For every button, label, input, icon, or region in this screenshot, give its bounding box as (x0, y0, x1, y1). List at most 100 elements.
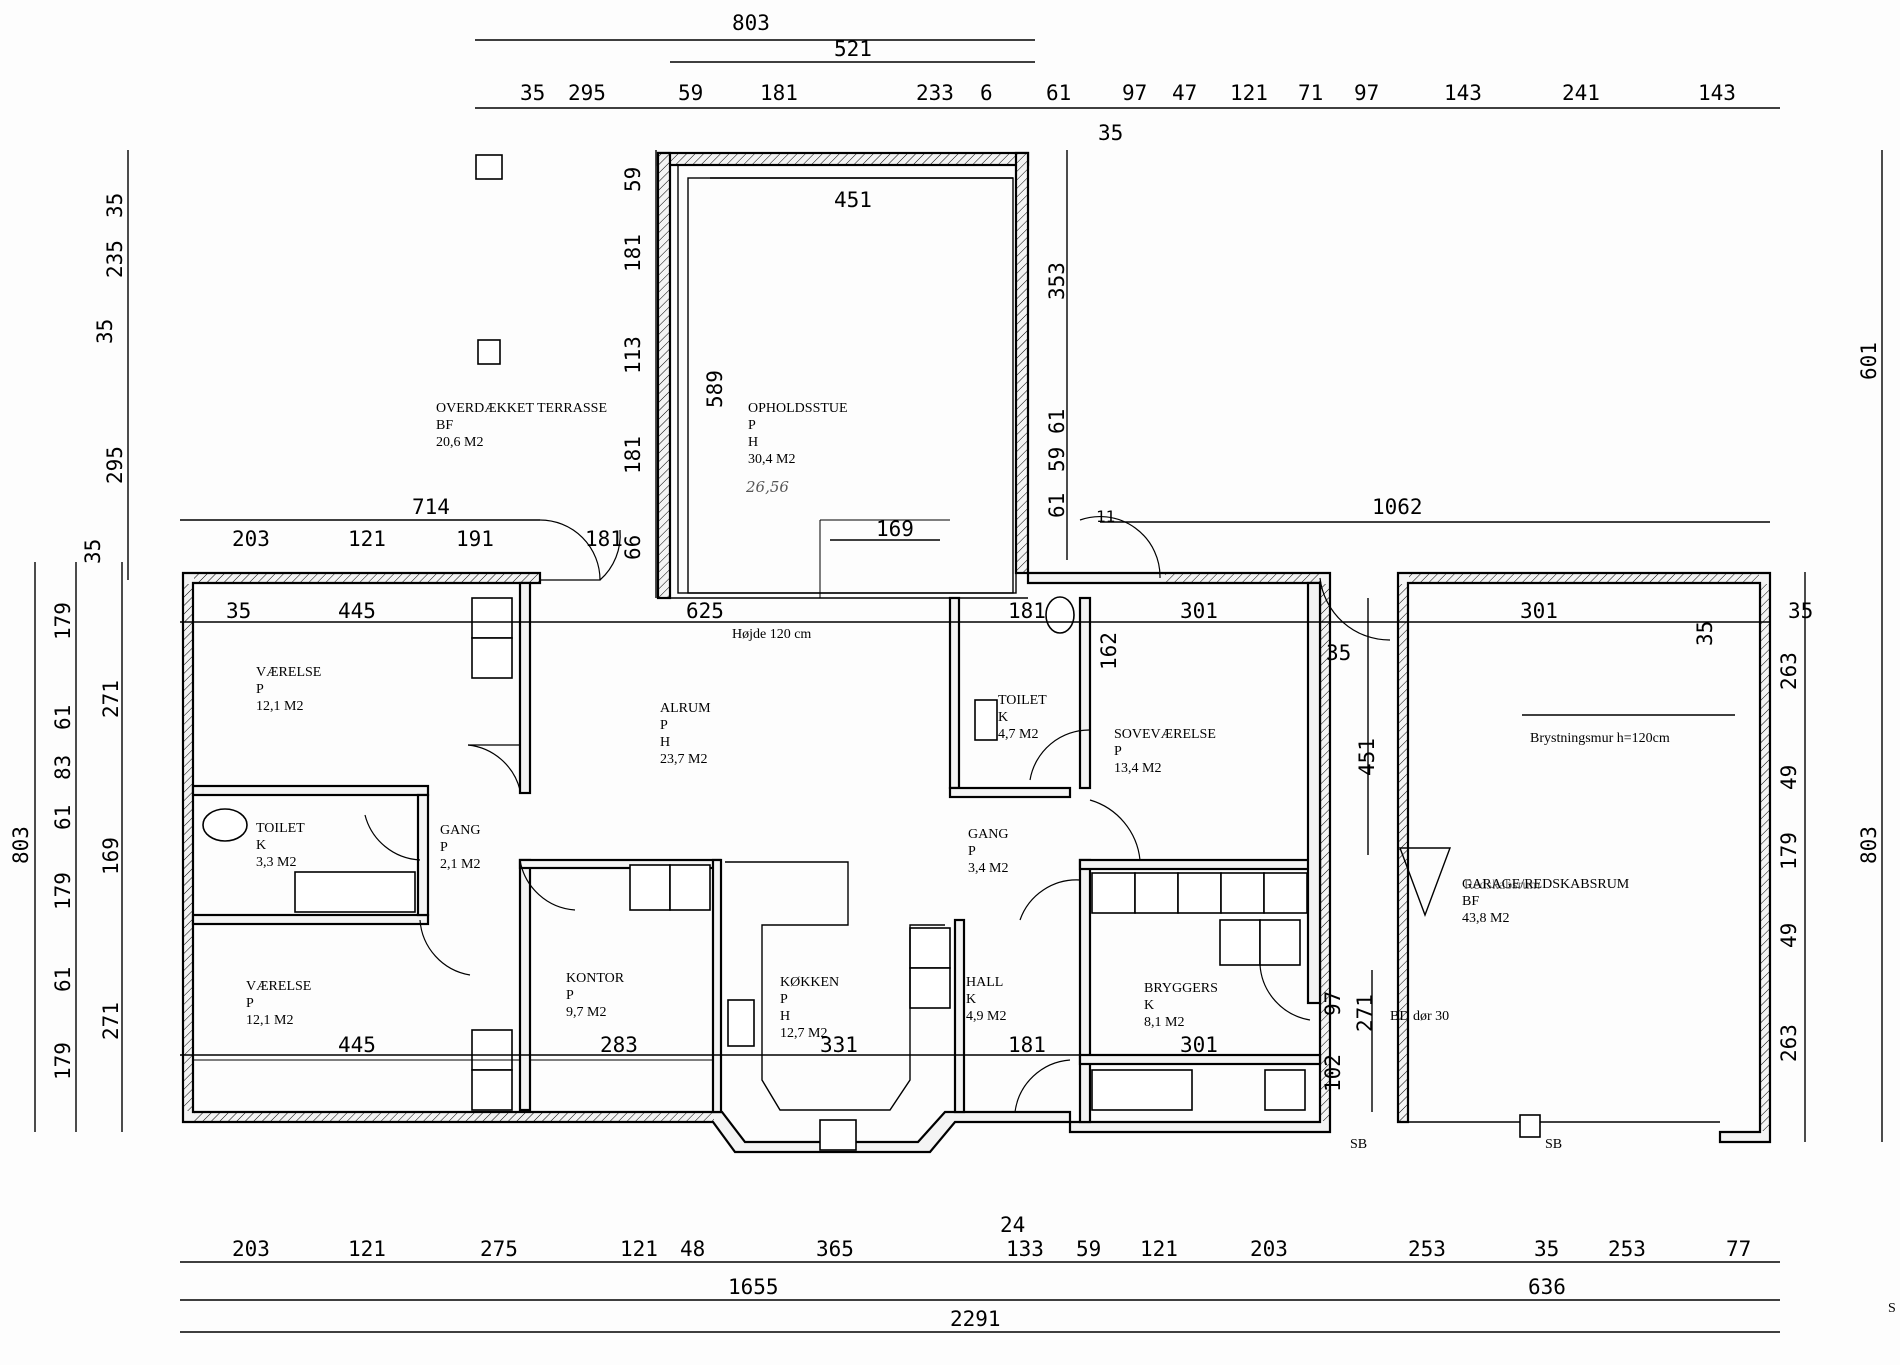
dim-w714: 714 (412, 495, 450, 519)
dim-bottom-row-1: 121 (348, 1237, 386, 1261)
dim-top-row-11: 97 (1354, 81, 1379, 105)
dim-top-row-5: 6 (980, 81, 993, 105)
dim-bottom-row-9: 121 (1140, 1237, 1178, 1261)
walls (181, 151, 1772, 1154)
dim-living-vert-1: 181 (621, 234, 645, 272)
dim-right-inner-3: 49 (1777, 923, 1801, 948)
dim-right-inner-4: 263 (1777, 1024, 1801, 1062)
dim-left-outer-6: 179 (51, 1042, 75, 1080)
dim-top-row-9: 121 (1230, 81, 1268, 105)
dim-u97: 97 (1321, 991, 1345, 1016)
dim-bottom-row-13: 253 (1608, 1237, 1646, 1261)
dim-row-445a: 445 (338, 599, 376, 623)
dim-top-521: 521 (834, 37, 872, 61)
dim-living-169: 169 (876, 517, 914, 541)
corner-note: S (1888, 1301, 1896, 1316)
dim-top-row-1: 295 (568, 81, 606, 105)
dim-left-outer-5: 61 (51, 967, 75, 992)
bd-door-note: BD dør 30 (1390, 1009, 1449, 1024)
hojde-note: Højde 120 cm (732, 627, 811, 642)
dim-top-row-6: 61 (1046, 81, 1071, 105)
dim-left-outer-2: 83 (51, 755, 75, 780)
dim-top-row-3: 181 (760, 81, 798, 105)
dim-bottom-row-14: 77 (1726, 1237, 1751, 1261)
dim-bottom-row-10: 203 (1250, 1237, 1288, 1261)
brystning-note: Brystningsmur h=120cm (1530, 731, 1670, 746)
dim-row-283: 283 (600, 1033, 638, 1057)
dim-right-inner-1: 49 (1777, 765, 1801, 790)
dimension-labels: 803 521 35 295 59 181 233 6 61 97 47 121… (9, 11, 1881, 1331)
dim-left-upper-4: 35 (81, 539, 105, 564)
dim-row-331: 331 (820, 1033, 858, 1057)
dim-living-vert-2: 113 (621, 336, 645, 374)
dim-living-589: 589 (703, 370, 727, 408)
dim-bottom-row-11: 253 (1408, 1237, 1446, 1261)
dim-living-right-0: 353 (1045, 262, 1069, 300)
dim-row-162: 162 (1097, 632, 1121, 670)
dim-u271: 271 (1353, 994, 1377, 1032)
dim-top-row-2: 59 (678, 81, 703, 105)
dim-bottom-row-0: 203 (232, 1237, 270, 1261)
dim-left-upper-0: 35 (103, 193, 127, 218)
dim-living-vert-4: 66 (621, 535, 645, 560)
dim-left-outer-3: 61 (51, 805, 75, 830)
dim-bottom-1655: 1655 (728, 1275, 779, 1299)
dim-top-row-4: 233 (916, 81, 954, 105)
dim-bottom-row-3: 121 (620, 1237, 658, 1261)
dim-top-row-13: 241 (1562, 81, 1600, 105)
dim-w181a: 181 (585, 527, 623, 551)
dim-living-vert-0: 59 (621, 167, 645, 192)
dim-top-35: 35 (1098, 121, 1123, 145)
sb2-note: SB (1545, 1137, 1562, 1152)
dim-bottom-row-4: 48 (680, 1237, 705, 1261)
dim-right-inner-0: 263 (1777, 652, 1801, 690)
dim-row-35: 35 (226, 599, 251, 623)
dim-left-outer-0: 179 (51, 602, 75, 640)
dim-living-right-3: 61 (1045, 493, 1069, 518)
dim-u102: 102 (1321, 1054, 1345, 1092)
dim-row-445b: 445 (338, 1033, 376, 1057)
dim-bottom-row-12: 35 (1534, 1237, 1559, 1261)
notes: Højde 120 cm Brystningsmur h=120cm BD dø… (732, 627, 1896, 1316)
dim-w11: 11 (1096, 507, 1115, 526)
dim-living-right-1: 61 (1045, 409, 1069, 434)
dim-living-451: 451 (834, 188, 872, 212)
dim-right-inner-2: 179 (1777, 832, 1801, 870)
dim-row-181b: 181 (1008, 599, 1046, 623)
dim-right-35: 35 (1693, 621, 1717, 646)
dim-top-row-7: 97 (1122, 81, 1147, 105)
dim-bottom-row-8: 59 (1076, 1237, 1101, 1261)
dim-row-35c: 35 (1788, 599, 1813, 623)
dim-left-upper-2: 35 (93, 319, 117, 344)
dim-bottom-row-6: 24 (1000, 1213, 1025, 1237)
dim-top-row-8: 47 (1172, 81, 1197, 105)
dim-left-upper-1: 235 (103, 240, 127, 278)
dim-row-181c: 181 (1008, 1033, 1046, 1057)
dim-bottom-row-5: 365 (816, 1237, 854, 1261)
dim-left-upper-3: 295 (103, 446, 127, 484)
dim-bottom-row-2: 275 (480, 1237, 518, 1261)
dim-bottom-2291: 2291 (950, 1307, 1001, 1331)
dim-top-row-10: 71 (1298, 81, 1323, 105)
dim-left-outer-1: 61 (51, 705, 75, 730)
dim-w121: 121 (348, 527, 386, 551)
dim-top-row-0: 35 (520, 81, 545, 105)
dimension-lines (34, 39, 1883, 1333)
dim-living-vert-3: 181 (621, 436, 645, 474)
